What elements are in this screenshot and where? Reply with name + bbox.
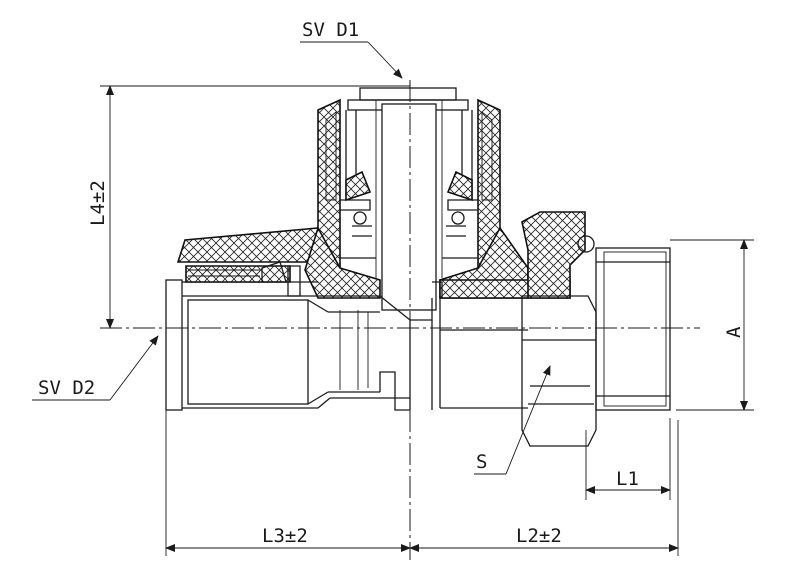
label-l3: L3±2 [262, 525, 308, 547]
fitting-body [176, 98, 586, 299]
label-l2: L2±2 [516, 525, 562, 547]
label-a: A [723, 326, 745, 338]
leaders [32, 41, 551, 475]
label-sv-d2: SV D2 [38, 377, 95, 399]
right-nut-and-thread [439, 235, 671, 447]
dimensions [100, 85, 754, 556]
top-socket-internals [325, 87, 493, 311]
label-l4: L4±2 [87, 180, 109, 226]
label-sv-d1: SV D1 [302, 19, 359, 41]
label-s: S [476, 451, 487, 473]
left-socket [165, 261, 410, 411]
label-l1: L1 [616, 468, 639, 490]
centerlines [100, 80, 700, 560]
